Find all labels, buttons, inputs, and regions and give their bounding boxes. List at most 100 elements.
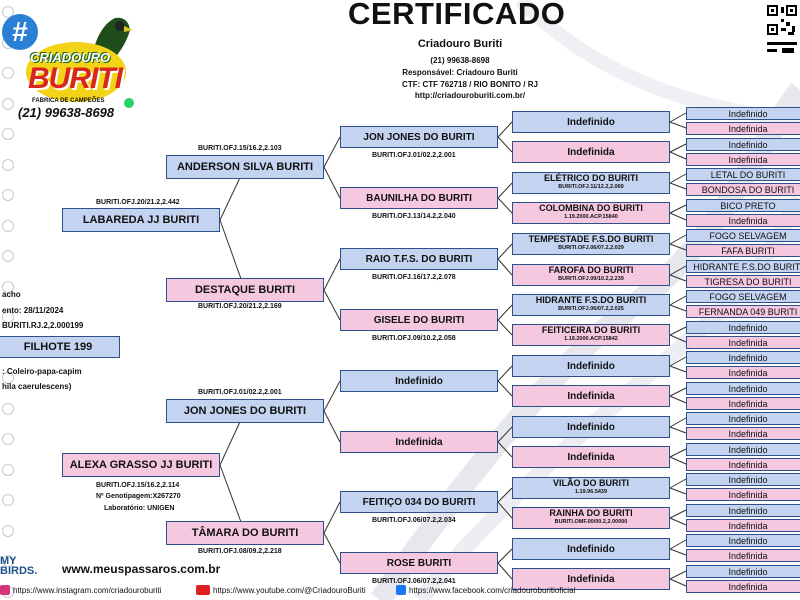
great-grandparent-box[interactable]: ROSE BURITI [340,552,498,574]
bird-ring: BURITI.RJ.2,2.000199 [2,321,84,330]
gen5-ancestor-box[interactable]: LETAL DO BURITI [686,168,800,181]
grandparent-box[interactable]: JON JONES DO BURITI [166,399,324,423]
footer-youtube[interactable]: https://www.youtube.com/@CriadouroBuriti [196,585,366,595]
gen5-ancestor-box[interactable]: Indefinida [686,336,800,349]
gen4-ancestor-box[interactable]: Indefinido [512,538,670,560]
ancestor-name: FOGO SELVAGEM [709,291,787,302]
gen5-ancestor-box[interactable]: Indefinido [686,321,800,334]
ancestor-name: Indefinido [567,360,615,372]
great-grandparent-box[interactable]: Indefinida [340,431,498,453]
gen5-ancestor-box[interactable]: Indefinido [686,565,800,578]
responsible: Responsável: Criadouro Buriti [402,68,518,77]
gen5-ancestor-box[interactable]: Indefinida [686,488,800,501]
gen5-ancestor-box[interactable]: Indefinido [686,443,800,456]
gen5-ancestor-box[interactable]: FERNANDA 049 BURITI [686,305,800,318]
certificate-title: CERTIFICADO [348,0,566,31]
gen4-ancestor-box[interactable]: Indefinida [512,446,670,468]
gen4-ancestor-box[interactable]: Indefinida [512,385,670,407]
gen5-ancestor-box[interactable]: Indefinido [686,504,800,517]
gen5-ancestor-box[interactable]: Indefinido [686,473,800,486]
gen4-ancestor-box[interactable]: Indefinido [512,355,670,377]
gen5-ancestor-box[interactable]: Indefinido [686,107,800,120]
gen5-ancestor-box[interactable]: Indefinida [686,427,800,440]
gen5-ancestor-box[interactable]: Indefinida [686,153,800,166]
connector-line [669,578,687,587]
youtube-link[interactable]: https://www.youtube.com/@CriadouroBuriti [213,585,366,595]
gen5-ancestor-box[interactable]: FOGO SELVAGEM [686,290,800,303]
gen5-ancestor-box[interactable]: FOGO SELVAGEM [686,229,800,242]
grandparent-box[interactable]: TÂMARA DO BURITI [166,521,324,545]
ancestor-name: FEITIÇO 034 DO BURITI [362,496,476,508]
gen5-ancestor-box[interactable]: TIGRESA DO BURITI [686,275,800,288]
gen5-ancestor-box[interactable]: Indefinida [686,397,800,410]
great-grandparent-box[interactable]: Indefinido [340,370,498,392]
website-link[interactable]: http://criadouroburiti.com.br/ [414,91,526,100]
gen5-ancestor-box[interactable]: BICO PRETO [686,199,800,212]
instagram-link[interactable]: https://www.instagram.com/criadouroburit… [13,585,162,595]
connector-line [669,326,687,336]
gen5-ancestor-box[interactable]: BONDOSA DO BURITI [686,183,800,196]
ancestor-name: Indefinido [728,352,768,363]
gen5-ancestor-box[interactable]: Indefinida [686,580,800,593]
gen4-ancestor-box[interactable]: Indefinida [512,141,670,163]
gen4-ring: BURITI.OFJ.06/07.2,2.029 [558,245,624,251]
grandparent-box[interactable]: ANDERSON SILVA BURITI [166,155,324,179]
gen5-ancestor-box[interactable]: Indefinida [686,458,800,471]
grandparent-box[interactable]: DESTAQUE BURITI [166,278,324,302]
connector-line [497,121,513,138]
great-grandparent-box[interactable]: GISELE DO BURITI [340,309,498,331]
qr-code-icon[interactable] [764,2,800,62]
ancestor-name: RAIO T.F.S. DO BURITI [365,253,473,265]
connector-line [669,151,687,160]
gen5-ancestor-box[interactable]: Indefinida [686,549,800,562]
mother-box[interactable]: ALEXA GRASSO JJ BURITI [62,453,220,477]
gen5-ancestor-box[interactable]: Indefinido [686,382,800,395]
gen5-ancestor-box[interactable]: Indefinida [686,366,800,379]
ancestor-name: Indefinida [728,489,768,500]
bird-scientific-name: hila caerulescens) [2,382,72,391]
footer-facebook[interactable]: https://www.facebook.com/criadouroburiti… [396,585,575,595]
great-grandparent-box[interactable]: RAIO T.F.S. DO BURITI [340,248,498,270]
gen4-ancestor-box[interactable]: Indefinida [512,568,670,590]
connector-line [323,380,341,412]
connector-line [497,182,513,199]
ancestor-name: Indefinido [728,108,768,119]
gen4-ancestor-box[interactable]: Indefinido [512,111,670,133]
great-grandparent-ring: BURITI.OFJ.06/07.2,2.041 [372,578,456,585]
great-grandparent-box[interactable]: JON JONES DO BURITI [340,126,498,148]
ancestor-name: VILÃO DO BURITI [553,478,629,488]
great-grandparent-box[interactable]: FEITIÇO 034 DO BURITI [340,491,498,513]
gen5-ancestor-box[interactable]: Indefinida [686,214,800,227]
father-box[interactable]: LABAREDA JJ BURITI [62,208,220,232]
gen5-ancestor-box[interactable]: Indefinido [686,138,800,151]
ancestor-name: Indefinida [395,436,443,448]
gen5-ancestor-box[interactable]: FAFA BURITI [686,244,800,257]
footer-instagram[interactable]: https://www.instagram.com/criadouroburit… [0,585,162,595]
connector-line [669,387,687,397]
ancestor-name: FEITICEIRA DO BURITI [541,325,641,335]
mybirds-site[interactable]: www.meuspassaros.com.br [62,562,221,576]
gen5-ancestor-box[interactable]: Indefinida [686,122,800,135]
spiral-ring [2,463,14,476]
gen5-ancestor-box[interactable]: Indefinido [686,534,800,547]
gen5-ancestor-box[interactable]: Indefinida [686,519,800,532]
ancestor-name: Indefinida [728,215,768,226]
ancestor-name: Indefinido [728,139,768,150]
connector-line [669,456,687,465]
facebook-link[interactable]: https://www.facebook.com/criadouroburiti… [409,585,576,595]
gen5-ancestor-box[interactable]: Indefinido [686,412,800,425]
gen5-ancestor-box[interactable]: HIDRANTE F.S.DO BURITI [686,260,800,273]
spiral-ring [2,402,14,415]
ancestor-name: TÂMARA DO BURITI [191,527,299,539]
gen4-ancestor-box[interactable]: Indefinido [512,416,670,438]
gen5-ancestor-box[interactable]: Indefinido [686,351,800,364]
great-grandparent-box[interactable]: BAUNILHA DO BURITI [340,187,498,209]
